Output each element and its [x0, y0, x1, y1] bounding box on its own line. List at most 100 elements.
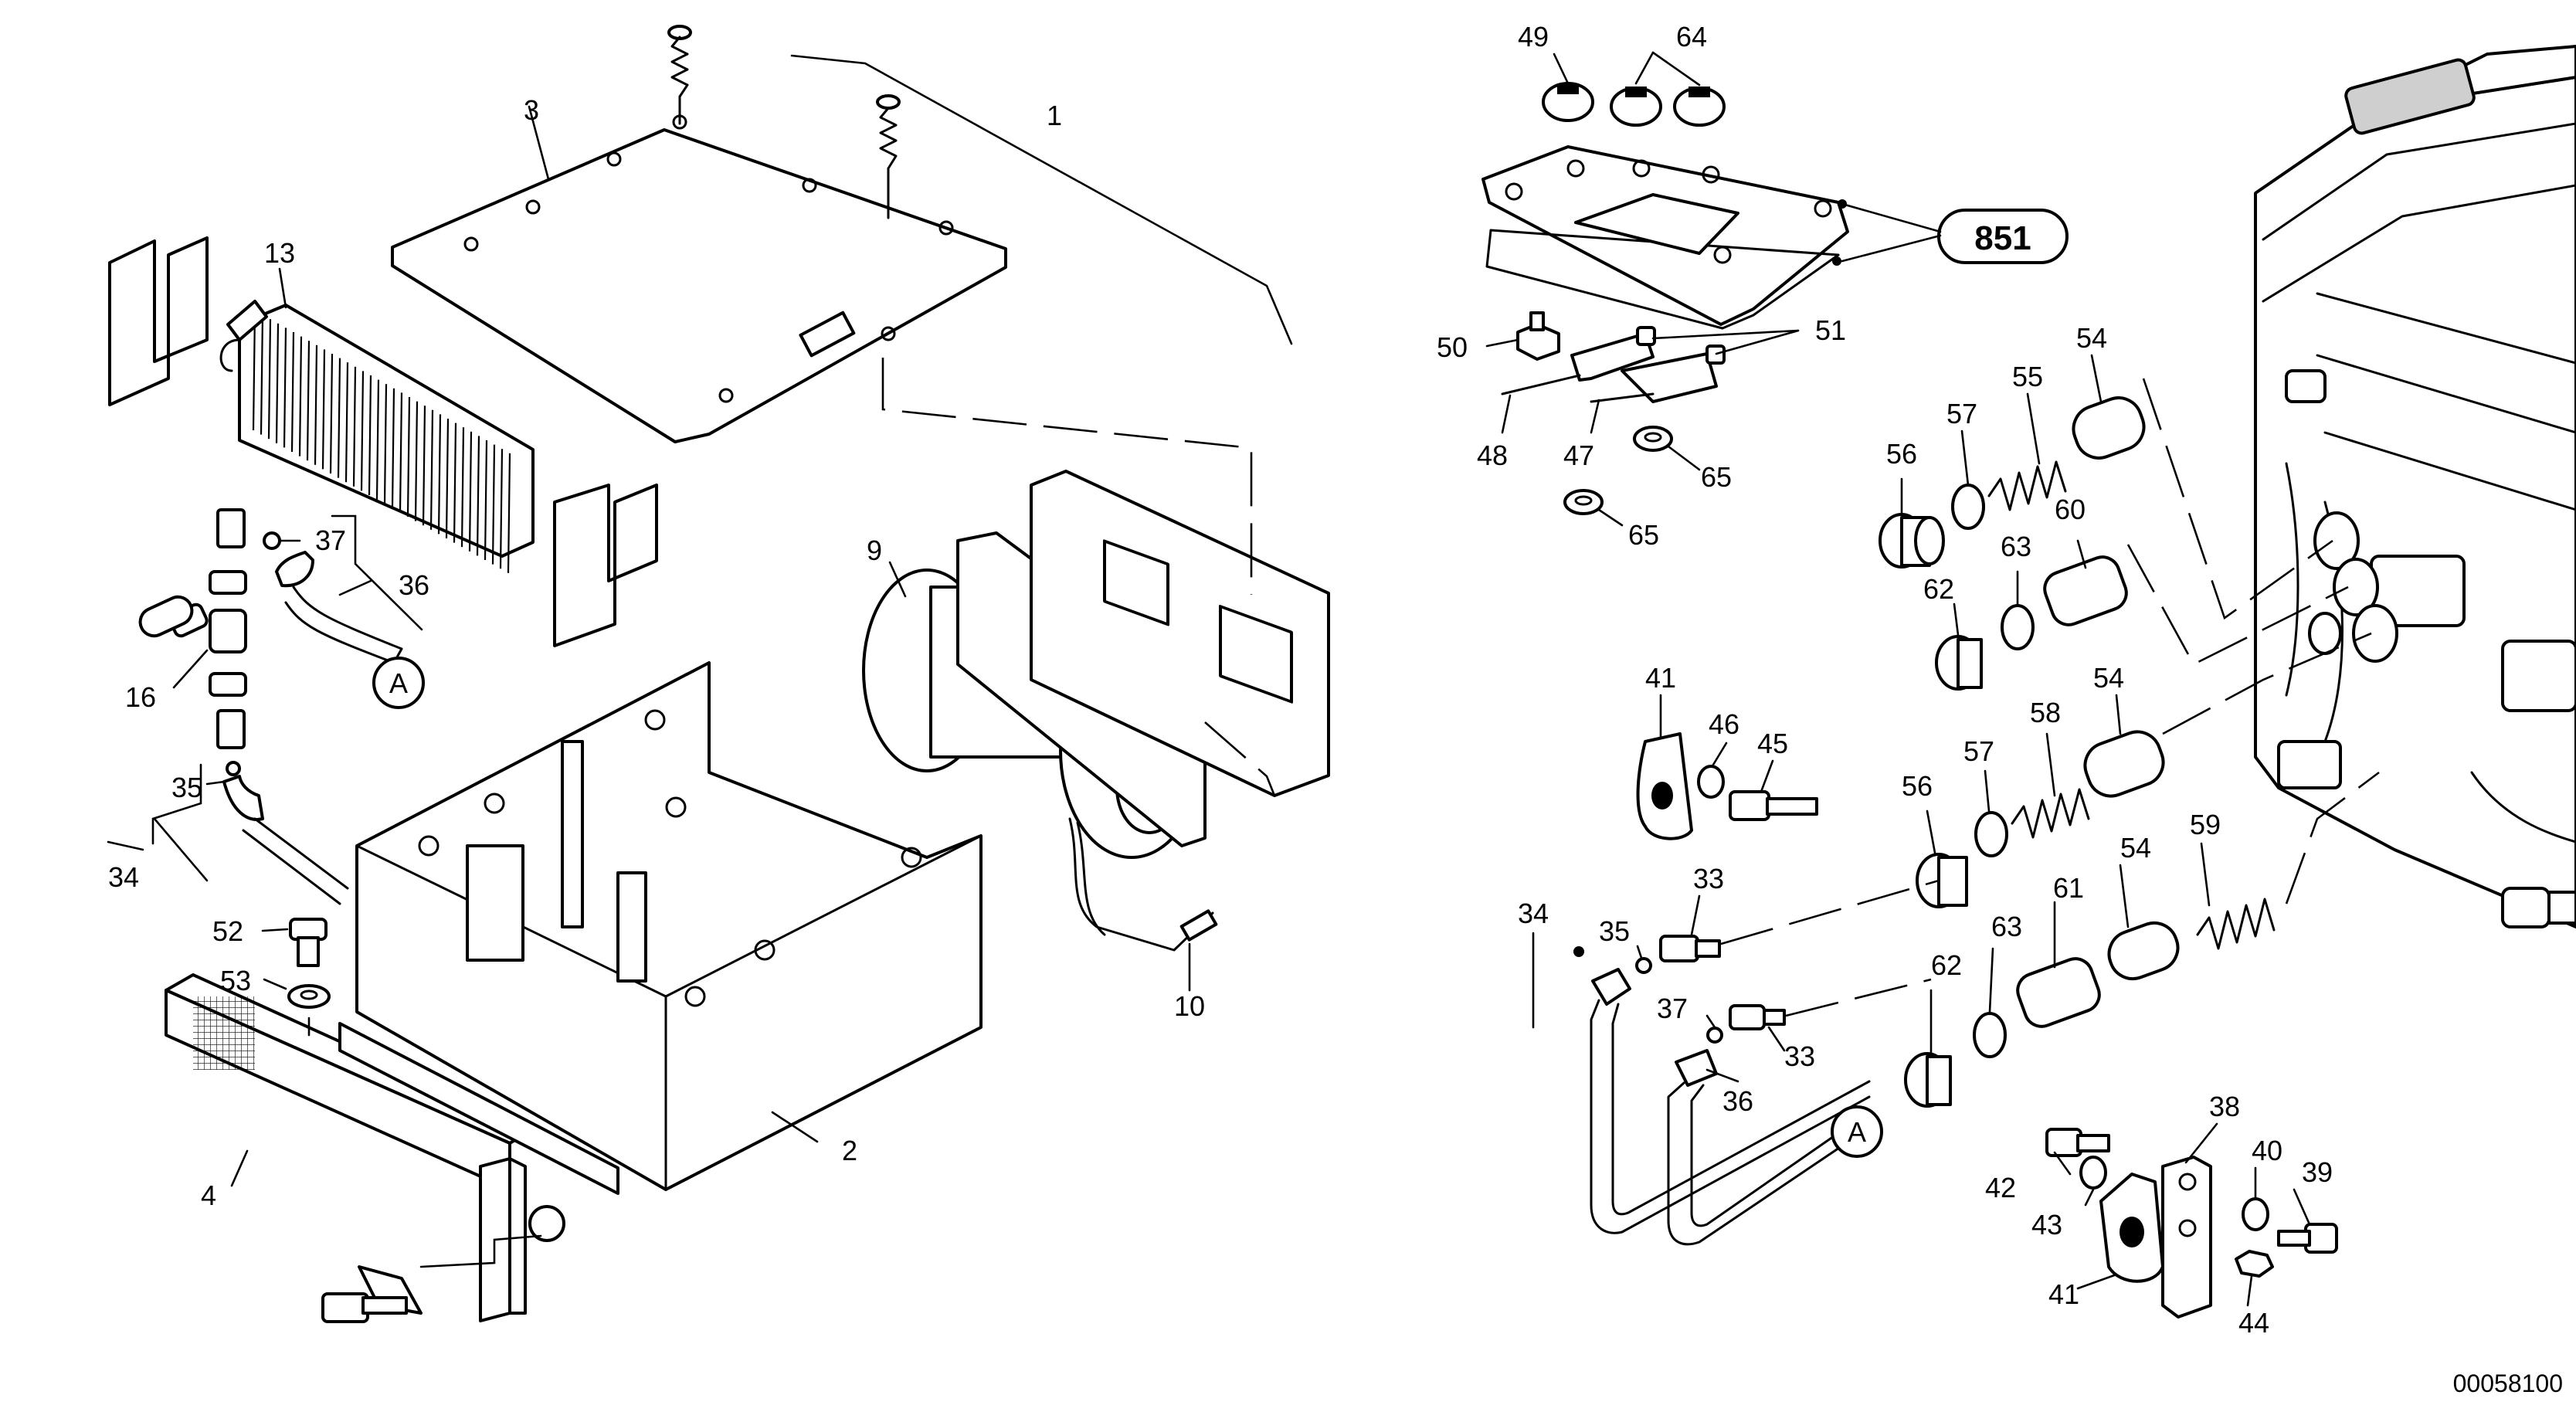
heater-fin	[491, 444, 496, 565]
bottom-clip	[321, 1265, 423, 1323]
heater-fin	[399, 392, 403, 513]
washer-40	[2242, 1197, 2269, 1231]
nut-44	[2235, 1250, 2274, 1278]
part-label-62: 62	[1931, 949, 1962, 981]
part-label-37: 37	[1657, 993, 1688, 1024]
plug-62a	[1935, 635, 1983, 691]
knob-64b	[1673, 87, 1726, 127]
cover-screw	[876, 94, 901, 219]
marker-a-text: A	[389, 667, 408, 699]
part-label-64: 64	[1676, 21, 1707, 53]
hose-36-right	[1667, 1049, 1848, 1246]
part-label-44: 44	[2238, 1307, 2269, 1339]
part-label-56: 56	[1902, 770, 1933, 802]
part-label-45: 45	[1757, 728, 1788, 759]
cover-screw	[667, 25, 692, 125]
part-label-9: 9	[867, 535, 882, 566]
heater-fin	[445, 418, 450, 539]
sleeve-54a	[2072, 396, 2146, 460]
part-label-56: 56	[1886, 438, 1917, 470]
part-label-36: 36	[1722, 1085, 1753, 1117]
part-label-16: 16	[125, 681, 156, 713]
spring-59	[2196, 898, 2276, 950]
spring-58	[2011, 788, 2090, 839]
part-label-65: 65	[1628, 519, 1659, 551]
heater-fin	[476, 436, 480, 556]
sleeve-54c	[2107, 921, 2180, 981]
heater-fin	[414, 401, 419, 521]
fitting-33a	[1659, 935, 1721, 962]
heater-fin	[383, 384, 388, 504]
heater-fin	[391, 388, 395, 508]
hose-34	[222, 775, 349, 905]
part-label-34: 34	[108, 861, 139, 893]
heater-fin	[484, 440, 488, 561]
heater-fin	[460, 427, 465, 548]
part-label-62: 62	[1923, 573, 1954, 605]
part-label-33: 33	[1693, 863, 1724, 894]
part-label-46: 46	[1709, 708, 1739, 740]
part-label-39: 39	[2302, 1156, 2333, 1188]
heater-fin	[429, 409, 434, 530]
part-label-63: 63	[1991, 911, 2022, 942]
part-label-65: 65	[1701, 461, 1732, 493]
heater-fin	[306, 341, 311, 461]
heater-fin	[422, 406, 426, 526]
u-bracket-left	[108, 236, 209, 406]
part-label-35: 35	[171, 772, 202, 803]
part-label-41: 41	[1645, 662, 1676, 694]
clamp-41b	[2099, 1173, 2164, 1283]
part-label-57: 57	[1946, 398, 1977, 429]
heater-fin	[337, 358, 341, 478]
drawing-number: 00058100	[2453, 1370, 2563, 1397]
washer-57a	[1951, 484, 1985, 530]
fitting-stack	[138, 508, 247, 749]
side-bracket	[479, 1157, 565, 1322]
bracket-38	[2161, 1156, 2212, 1319]
part-label-10: 10	[1174, 990, 1205, 1022]
u-bracket-right	[553, 484, 658, 647]
bolt-39	[2277, 1223, 2338, 1254]
nut-61	[2016, 957, 2101, 1028]
part-label-42: 42	[1985, 1172, 2016, 1203]
part-label-61: 61	[2053, 872, 2084, 904]
knob-49	[1542, 82, 1594, 122]
reference-badge-851: 851	[1937, 209, 2069, 264]
connector-marker-a-right: A	[1831, 1105, 1883, 1158]
heater-fin	[468, 431, 473, 552]
heater-fin	[260, 314, 264, 435]
part-label-63: 63	[2001, 531, 2031, 562]
heater-fin	[283, 328, 287, 448]
part-label-13: 13	[264, 237, 295, 269]
part-label-60: 60	[2055, 494, 2086, 525]
part-label-2: 2	[842, 1135, 857, 1166]
heater-core	[219, 300, 535, 573]
part-label-49: 49	[1518, 21, 1549, 53]
bolt-52	[289, 918, 328, 967]
heater-fin	[321, 349, 326, 470]
heater-fin	[406, 396, 411, 518]
main-housing	[338, 661, 983, 1195]
part-label-34: 34	[1518, 898, 1549, 929]
hose-36	[275, 551, 403, 664]
washer-63b	[1973, 1012, 2007, 1058]
heater-fin	[298, 336, 303, 457]
heater-fin	[267, 319, 272, 440]
part-label-35: 35	[1599, 915, 1630, 947]
part-label-51: 51	[1815, 314, 1846, 346]
knob-64a	[1610, 87, 1662, 127]
lever-51b	[1621, 345, 1726, 403]
spring-55	[1987, 460, 2067, 511]
part-label-33: 33	[1784, 1040, 1815, 1072]
heater-fin	[375, 379, 380, 500]
part-label-36: 36	[399, 569, 429, 601]
nut-60	[2043, 555, 2128, 626]
heater-fin	[290, 331, 295, 453]
bolt-45	[1729, 790, 1818, 821]
washer-53	[287, 984, 331, 1009]
heater-fin	[314, 345, 318, 465]
washer-63a	[2001, 604, 2035, 650]
top-cover-plate	[391, 114, 1007, 443]
part-label-47: 47	[1563, 440, 1594, 471]
nut-65b	[1563, 489, 1604, 515]
